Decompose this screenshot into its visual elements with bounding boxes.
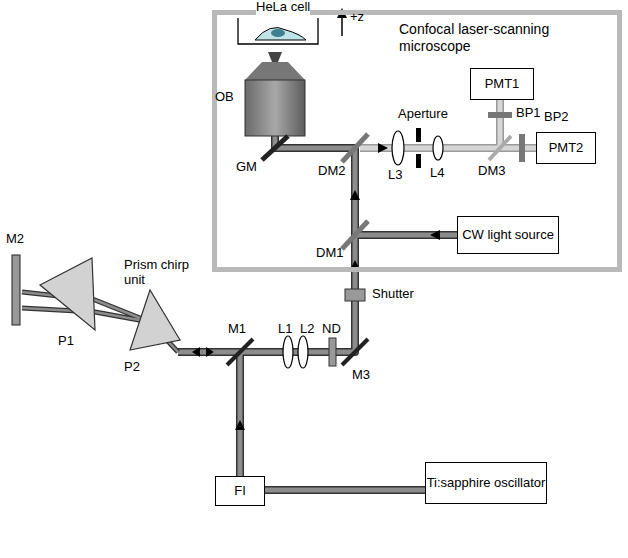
box-label: PMT2 <box>549 141 584 156</box>
laser-beam <box>22 134 462 476</box>
part-label: L4 <box>430 166 444 181</box>
part-label: P1 <box>58 334 74 349</box>
housing-title: Confocal laser-scanning microscope <box>399 21 574 55</box>
part-label: L1 <box>278 322 292 337</box>
part-label: DM3 <box>478 164 505 179</box>
part-label: L2 <box>300 322 314 337</box>
laser-beam-connector <box>265 488 425 493</box>
part-label: ND <box>322 322 341 337</box>
detector-box: PMT2 <box>536 132 596 164</box>
box-label: FI <box>234 484 246 499</box>
beam-outline <box>265 486 425 494</box>
box-label: CW light source <box>462 228 554 243</box>
part-label: M2 <box>6 232 24 247</box>
part-label: DM1 <box>316 246 343 261</box>
part-label: DM2 <box>318 164 345 179</box>
detector-box: PMT1 <box>470 68 534 100</box>
part-label: P2 <box>124 360 140 375</box>
detection-beam <box>360 100 536 148</box>
objective-lens <box>245 52 305 136</box>
part-label: GM <box>236 160 257 175</box>
lenses <box>283 131 443 368</box>
box-label: Ti:sapphire oscillator <box>427 476 546 491</box>
part-label: +z <box>350 10 364 25</box>
part-label: BP1 <box>516 106 541 121</box>
laser-box: Ti:sapphire oscillator <box>425 462 547 504</box>
sample-dish <box>238 18 318 44</box>
part-label: OB <box>215 90 234 105</box>
box-label: PMT1 <box>485 77 520 92</box>
isolator-box: FI <box>215 476 265 506</box>
microscope-housing: Confocal laser-scanning microscopePMT1PM… <box>212 10 622 272</box>
part-label: M3 <box>352 368 370 383</box>
part-label: Aperture <box>398 107 448 122</box>
light-source-box: CW light source <box>457 216 559 254</box>
mirrors <box>12 134 511 365</box>
part-label: M1 <box>228 322 246 337</box>
part-label: L3 <box>388 168 402 183</box>
direction-arrows <box>192 143 440 430</box>
part-label: HeLa cell <box>256 0 310 15</box>
part-label: Prism chirp unit <box>124 258 204 288</box>
part-label: BP2 <box>544 110 569 125</box>
part-label: Shutter <box>372 287 414 302</box>
